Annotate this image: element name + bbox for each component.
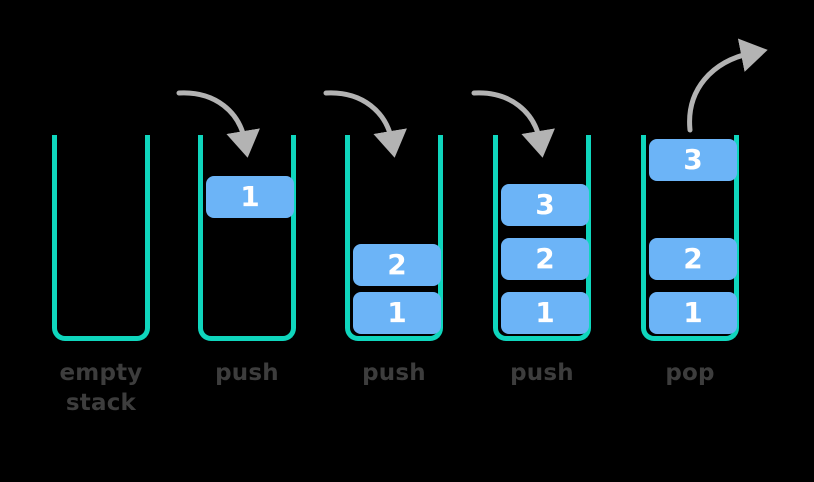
stack-blocks: 1 xyxy=(198,135,296,341)
stack-caption: push xyxy=(174,358,320,388)
stack-caption: empty stack xyxy=(28,358,174,418)
stack-block: 1 xyxy=(649,292,737,334)
stack-block: 1 xyxy=(353,292,441,334)
stack-caption: push xyxy=(469,358,615,388)
stack-block-popped: 3 xyxy=(649,139,737,181)
stack-blocks xyxy=(52,135,150,341)
caption-line: push xyxy=(215,360,279,386)
stack-block: 2 xyxy=(649,238,737,280)
caption-line: push xyxy=(362,360,426,386)
stack-caption: pop xyxy=(617,358,763,388)
stack-column-push-1: 1 push xyxy=(174,0,320,482)
caption-line: push xyxy=(510,360,574,386)
stack-container xyxy=(641,135,739,341)
caption-line: pop xyxy=(665,360,715,386)
stack-block: 2 xyxy=(353,244,441,286)
caption-line: empty xyxy=(59,360,143,386)
stack-caption: push xyxy=(321,358,467,388)
caption-line: stack xyxy=(65,390,137,416)
stack-container xyxy=(493,135,591,341)
stack-column-push-2: 2 1 push xyxy=(321,0,467,482)
stack-blocks: 3 2 1 xyxy=(493,135,591,341)
stack-container xyxy=(52,135,150,341)
stack-block: 1 xyxy=(206,176,294,218)
stack-block: 1 xyxy=(501,292,589,334)
stack-container xyxy=(198,135,296,341)
stack-container xyxy=(345,135,443,341)
stack-block: 3 xyxy=(501,184,589,226)
stack-blocks: 2 1 xyxy=(345,135,443,341)
stack-column-push-3: 3 2 1 push xyxy=(469,0,615,482)
stack-block: 2 xyxy=(501,238,589,280)
stack-blocks: 3 2 1 xyxy=(641,135,739,341)
stack-column-pop-3: 3 2 1 pop xyxy=(617,0,763,482)
stack-column-empty-stack: empty stack xyxy=(28,0,174,482)
